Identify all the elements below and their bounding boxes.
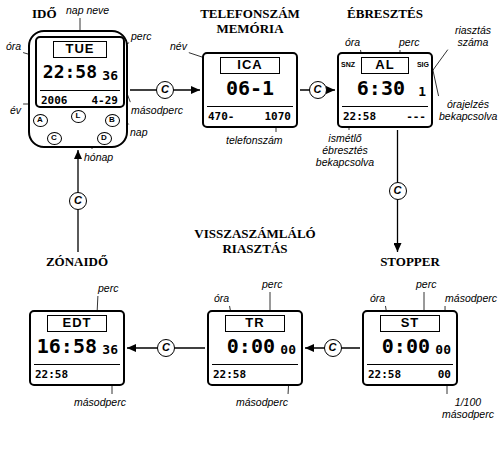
callout-label: perc xyxy=(262,278,282,290)
callout-label: óra xyxy=(214,292,229,304)
lcd-text: 22:58 xyxy=(35,368,68,381)
lcd-text: 4-29 xyxy=(92,94,119,107)
lcd-text: TUE xyxy=(53,41,107,58)
button-symbol: C xyxy=(69,192,87,210)
watch-mode: VISSZASZÁMLÁLÓ RIASZTÁS TR 0:00 00 22:58 xyxy=(185,226,325,386)
lcd-text: AL xyxy=(361,57,409,74)
button-symbol: C xyxy=(309,81,327,99)
button-letter: B xyxy=(109,115,115,124)
lcd-text: EDT xyxy=(47,315,107,332)
callout-label: nap xyxy=(130,126,148,138)
callout-label: név xyxy=(170,40,187,52)
callout-label: 1/100 másodperc xyxy=(439,396,497,420)
lcd-screen: ICA 06-1 470- 1070 xyxy=(202,52,298,128)
watch-button: B xyxy=(105,114,120,127)
lcd-divider xyxy=(207,106,293,107)
button-letter: C xyxy=(51,133,57,142)
mode-title: VISSZASZÁMLÁLÓ RIASZTÁS xyxy=(185,226,325,256)
lcd-screen: EDT 16:58 36 22:58 xyxy=(29,310,125,386)
button-letter: A xyxy=(37,115,43,124)
callout-label: másodperc xyxy=(131,104,183,116)
lcd-text: SIG xyxy=(417,61,429,69)
button-symbol: C xyxy=(157,339,175,357)
button-symbol: C xyxy=(389,182,407,200)
lcd-text: 6:30 xyxy=(357,76,405,100)
callout-label: óra xyxy=(345,36,360,48)
button-symbol: C xyxy=(156,81,174,99)
lcd-text: 22:58 xyxy=(368,368,401,381)
lcd-text: 470- xyxy=(208,110,235,123)
callout-label: riasztás száma xyxy=(449,24,497,48)
lcd-divider xyxy=(342,106,428,107)
lcd-text: TR xyxy=(225,315,285,332)
callout-label: perc xyxy=(399,36,419,48)
callout-label: ismétlő ébresztés bekapcsolva xyxy=(313,132,377,168)
callout-label: telefonszám xyxy=(226,134,283,146)
lcd-text: 00 xyxy=(435,342,451,358)
watch-mode: STOPPER ST 0:00 00 22:58 00 xyxy=(355,254,465,386)
lcd-text: 00 xyxy=(280,342,296,358)
lcd-text: 06-1 xyxy=(204,76,296,100)
lcd-divider xyxy=(367,364,453,365)
lcd-text: 0:00 xyxy=(227,334,275,358)
lcd-text: ICA xyxy=(220,57,280,74)
callout-label: másodperc xyxy=(74,396,126,408)
watch-button: C xyxy=(47,132,62,145)
lcd-text: 1070 xyxy=(265,110,292,123)
lcd-text: 22:58 xyxy=(213,368,246,381)
lcd-text: SNZ xyxy=(341,61,355,69)
lcd-screen: SNZ AL SIG 6:30 1 22:58 --- xyxy=(337,52,433,128)
mode-title: STOPPER xyxy=(355,254,465,269)
callout-label: hónap xyxy=(84,151,113,163)
lcd-text: 1 xyxy=(418,84,426,100)
mode-title: ZÓNAIDŐ xyxy=(22,254,132,269)
mode-title: ÉBRESZTÉS xyxy=(330,6,440,21)
lcd-screen: TR 0:00 00 22:58 xyxy=(207,310,303,386)
watch-button: L xyxy=(71,110,86,123)
callout-label: perc xyxy=(416,278,436,290)
callout-label: óra xyxy=(370,292,385,304)
watch-mode: ZÓNAIDŐ EDT 16:58 36 22:58 xyxy=(22,254,132,386)
lcd-divider xyxy=(34,364,120,365)
lcd-text: 36 xyxy=(102,68,118,84)
lcd-text: 22:58 xyxy=(43,60,97,84)
lcd-screen: ST 0:00 00 22:58 00 xyxy=(362,310,458,386)
callout-label: óra xyxy=(6,40,21,52)
callout-label: perc xyxy=(98,282,118,294)
lcd-divider xyxy=(40,90,120,91)
button-letter: L xyxy=(76,111,81,120)
callout-label: másodperc xyxy=(236,396,288,408)
button-letter: D xyxy=(101,133,107,142)
lcd-text: 0:00 xyxy=(382,334,430,358)
watch-body: TUE 22:58 36 2006 4-29 xyxy=(28,30,128,148)
lcd-text: --- xyxy=(406,110,426,123)
lcd-text: 36 xyxy=(102,342,118,358)
watch-button: A xyxy=(33,114,48,127)
lcd-text: 16:58 xyxy=(37,334,97,358)
lcd-screen: TUE 22:58 36 2006 4-29 xyxy=(35,36,125,108)
lcd-text: 2006 xyxy=(41,94,68,107)
callout-label: év xyxy=(10,104,21,116)
callout-label: órajelzés bekapcsolva xyxy=(439,98,497,122)
callout-label: másodperc xyxy=(445,292,497,304)
watch-mode: TELEFONSZÁM MEMÓRIA ICA 06-1 470- 1070 xyxy=(190,6,310,128)
callout-label: nap neve xyxy=(66,4,109,16)
lcd-text: 00 xyxy=(438,368,451,381)
lcd-text: ST xyxy=(380,315,440,332)
mode-title: TELEFONSZÁM MEMÓRIA xyxy=(190,6,310,36)
callout-label: perc xyxy=(131,30,151,42)
watch-mode: IDŐTUE22:583620064-29ALBCD xyxy=(28,6,128,148)
watch-button: D xyxy=(97,132,112,145)
watch-mode: ÉBRESZTÉS SNZ AL SIG 6:30 1 22:58 --- xyxy=(330,6,440,128)
lcd-divider xyxy=(212,364,298,365)
lcd-text: 22:58 xyxy=(343,110,376,123)
button-symbol: C xyxy=(324,339,342,357)
